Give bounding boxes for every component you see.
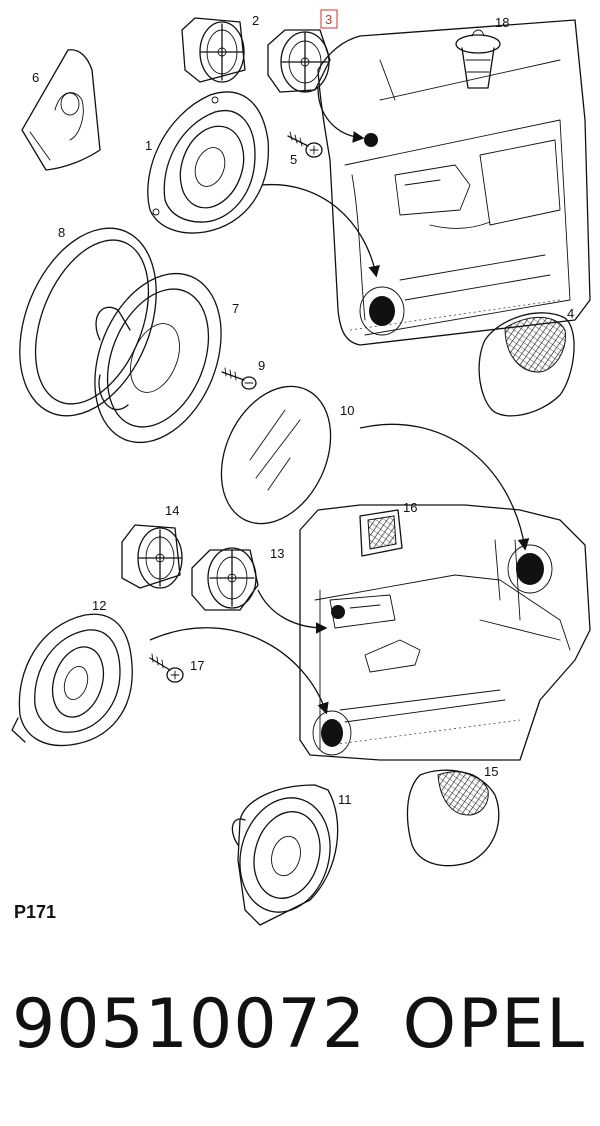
callout-18: 18 [495, 15, 509, 30]
part-7-large-speaker [94, 272, 222, 444]
speaker-parts-diagram: 2 3 18 6 1 5 8 7 4 9 10 16 14 13 12 17 1… [11, 9, 591, 926]
part-8-sealing-ring [19, 227, 157, 417]
callout-4: 4 [567, 306, 574, 321]
diagram-reference-code: P171 [14, 902, 57, 922]
callout-3: 3 [325, 12, 332, 27]
callout-12: 12 [92, 598, 106, 613]
callout-9: 9 [258, 358, 265, 373]
callout-15: 15 [484, 764, 498, 779]
arrow-13-to-door [257, 589, 328, 634]
callout-16: 16 [403, 500, 417, 515]
footer: 90510072 OPEL [0, 985, 600, 1095]
front-speaker-opening [369, 296, 395, 326]
part-6-corner-trim [21, 49, 101, 171]
part-14-tweeter-housing [121, 524, 183, 589]
rear-door-panel [299, 504, 591, 761]
part-10-cover-disc [220, 385, 332, 525]
rear-speaker-opening-2 [516, 553, 544, 585]
callout-2: 2 [252, 13, 259, 28]
callout-5: 5 [290, 152, 297, 167]
part-5-screw [287, 131, 323, 158]
arrow-12-to-door [149, 627, 329, 715]
callout-6: 6 [32, 70, 39, 85]
brand-name: OPEL [402, 985, 586, 1064]
rear-speaker-opening [321, 719, 343, 747]
part-2-tweeter-housing [181, 17, 246, 83]
callout-11: 11 [338, 792, 352, 807]
part-15-rear-grille [406, 769, 500, 867]
callout-17: 17 [190, 658, 204, 673]
part-13-tweeter [191, 547, 259, 611]
part-1-front-speaker [147, 91, 270, 234]
part-3-tweeter [267, 29, 331, 93]
callout-7: 7 [232, 301, 239, 316]
part-4-grille [478, 312, 575, 417]
arrow-1-to-door [261, 183, 380, 278]
callout-14: 14 [165, 503, 179, 518]
part-9-screw [221, 367, 257, 390]
part-12-rear-speaker [11, 613, 133, 747]
front-door-panel [317, 19, 591, 346]
arrow-10-to-rear-door [359, 423, 530, 551]
part-18-clip [455, 29, 501, 89]
part-11-speaker [231, 784, 339, 926]
arrow-3-to-door [317, 87, 365, 143]
callout-1: 1 [145, 138, 152, 153]
callout-13: 13 [270, 546, 284, 561]
callout-3-highlight-box [320, 9, 338, 29]
part-number: 90510072 [12, 985, 367, 1064]
door-clip-hole [364, 133, 378, 147]
callout-10: 10 [340, 403, 354, 418]
part-17-screw [149, 653, 184, 683]
callout-8: 8 [58, 225, 65, 240]
rear-clip-hole [331, 605, 345, 619]
part-16-small-grille [359, 509, 403, 557]
